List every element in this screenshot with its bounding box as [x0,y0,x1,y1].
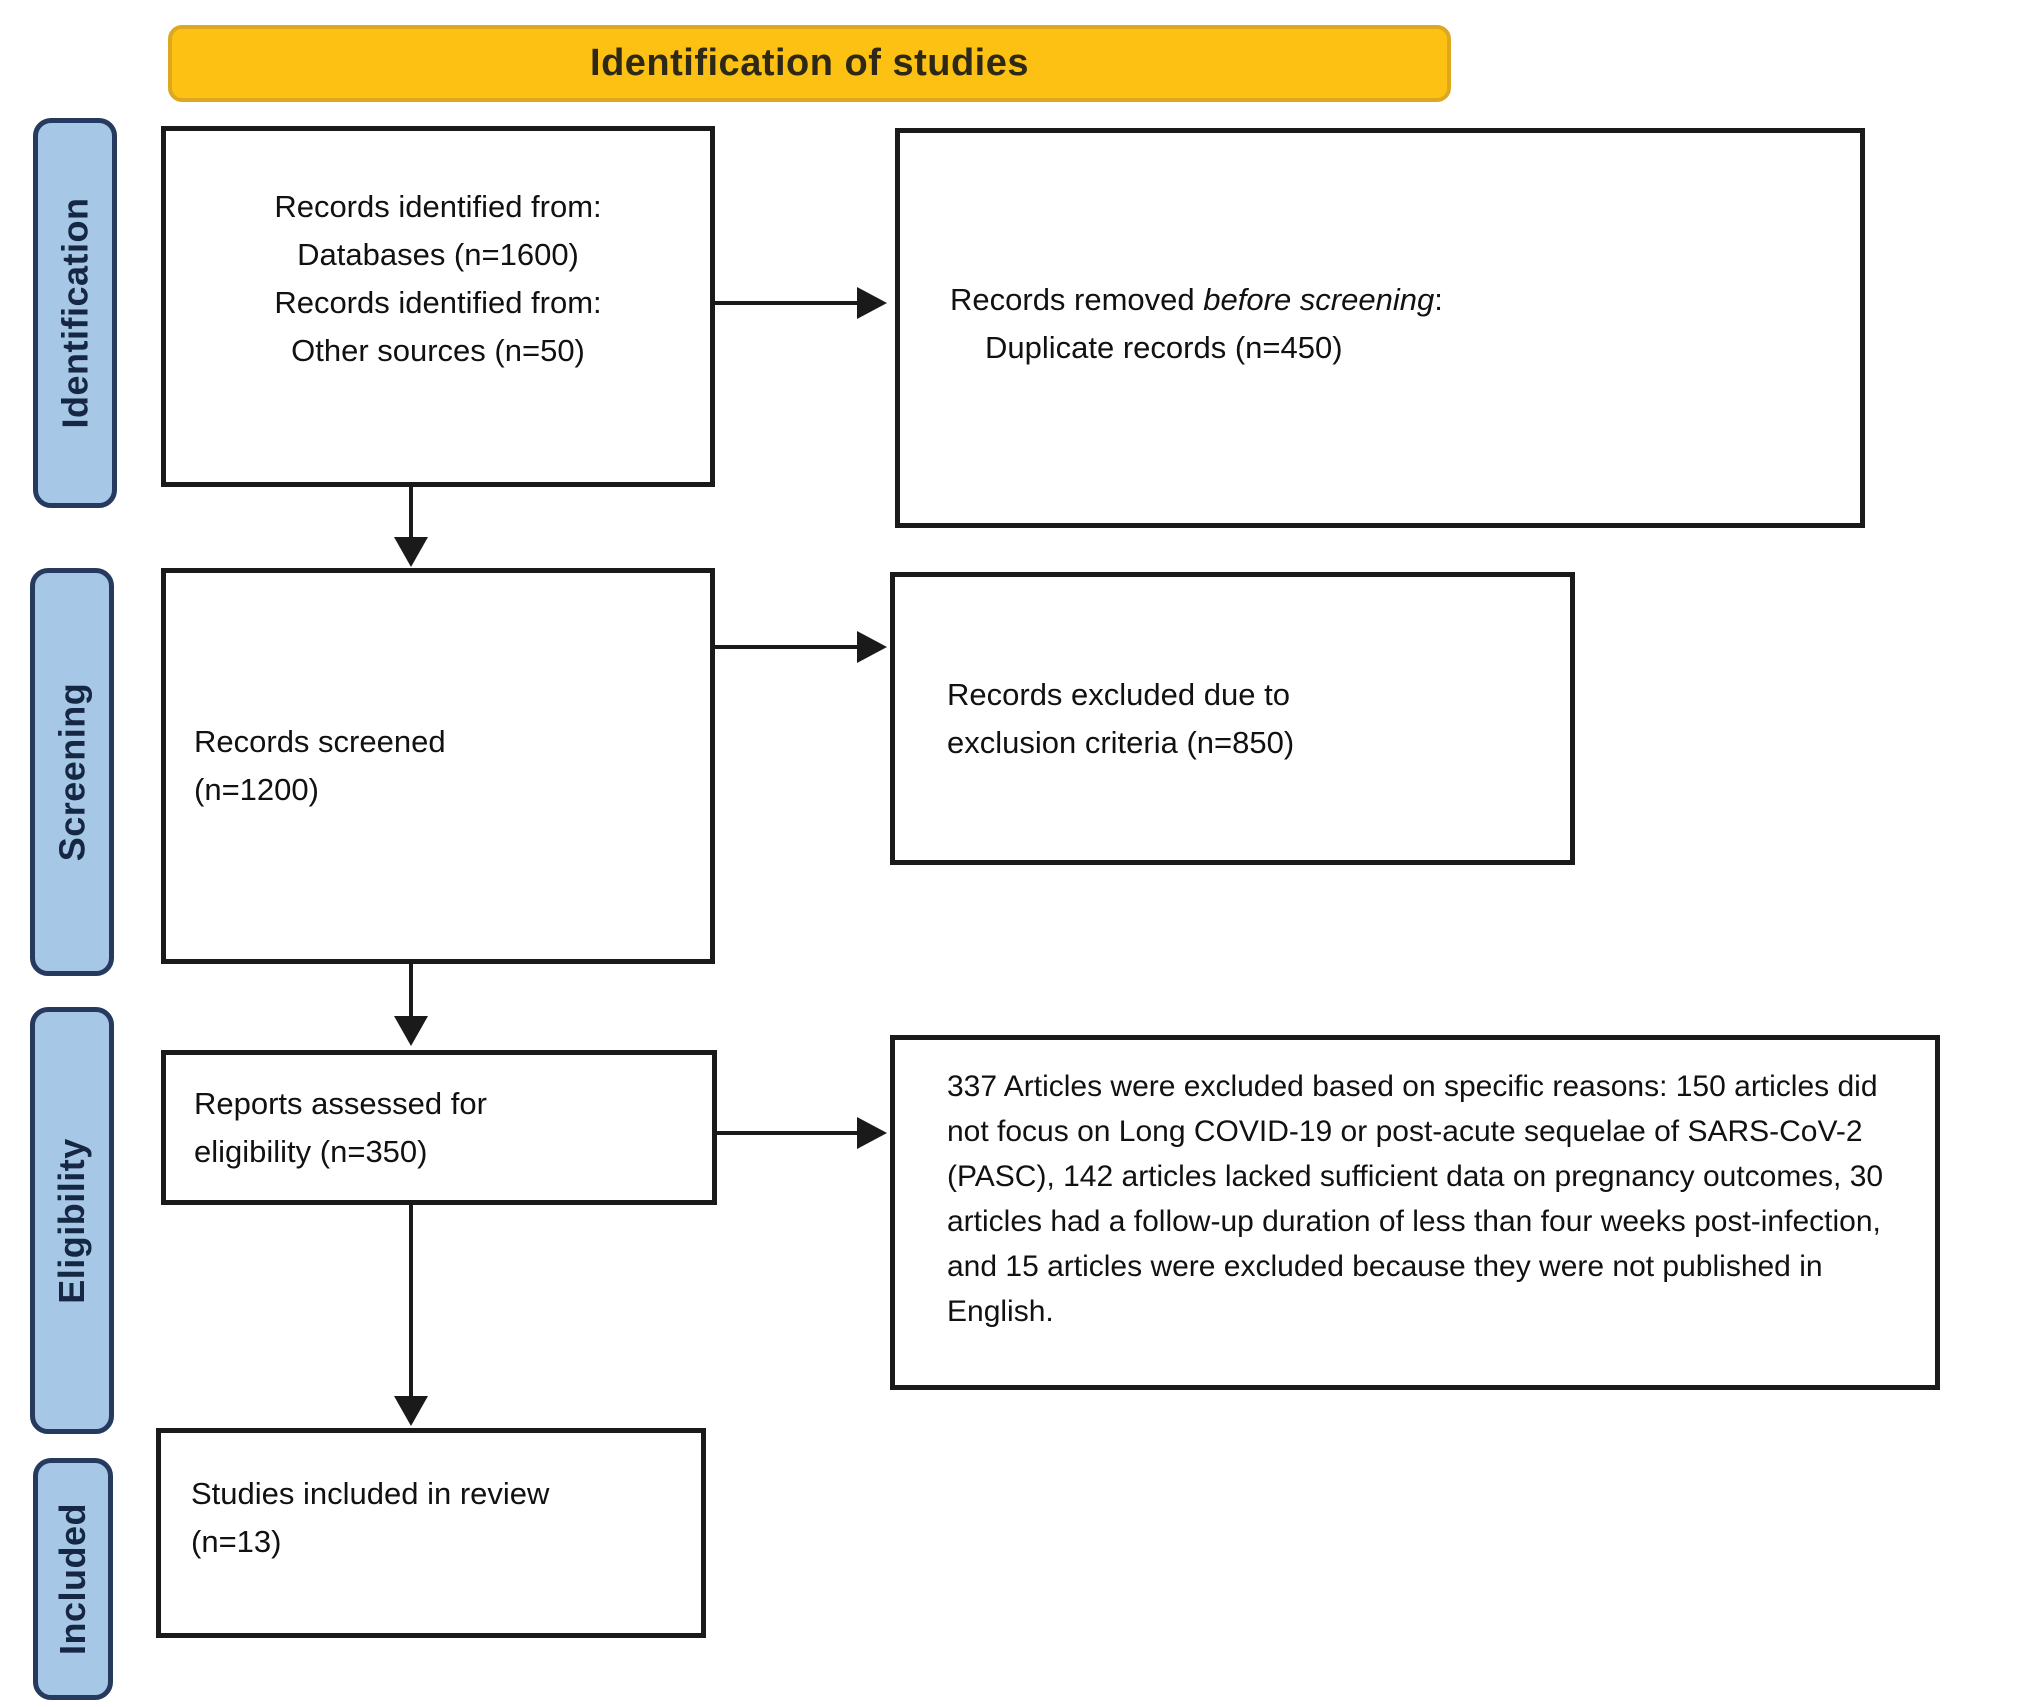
stage-tab-included: Included [33,1458,113,1700]
stage-tab-eligibility-label: Eligibility [51,1137,93,1304]
stage-tab-screening: Screening [30,568,114,976]
arrow-assessed-to-included-head [394,1396,428,1426]
arrow-assessed-to-reasons-line [717,1131,860,1135]
stage-tab-identification-label: Identification [54,197,95,429]
stage-tab-screening-label: Screening [51,682,92,862]
arrow-identified-to-screened-line [409,487,413,539]
box-records-removed: Records removed before screening: Duplic… [895,128,1865,528]
arrow-assessed-to-reasons-head [857,1117,887,1149]
duplicate-records-line: Duplicate records (n=450) [985,330,1343,365]
banner-identification-of-studies: Identification of studies [168,25,1451,102]
arrow-screened-to-assessed-head [394,1016,428,1046]
box-exclusion-reasons: 337 Articles were excluded based on spec… [890,1035,1940,1390]
arrow-identified-to-screened-head [394,537,428,567]
records-excluded-line: exclusion criteria (n=850) [947,724,1295,760]
arrow-screened-to-excluded-line [715,645,860,649]
reports-assessed-line: Reports assessed for [194,1085,487,1121]
records-removed-prefix: Records removed [950,282,1204,317]
box-records-identified: Records identified from: Databases (n=16… [161,126,715,487]
arrow-screened-to-excluded-head [857,631,887,663]
arrow-screened-to-assessed-line [409,964,413,1018]
arrow-identified-to-removed-head [857,287,887,319]
box-reports-assessed: Reports assessed for eligibility (n=350) [161,1050,717,1205]
reports-assessed-line: eligibility (n=350) [194,1133,428,1169]
stage-tab-included-label: Included [52,1502,94,1656]
records-screened-line: Records screened [194,724,446,759]
studies-included-line: (n=13) [191,1524,282,1559]
records-identified-line: Databases (n=1600) [297,237,579,272]
studies-included-line: Studies included in review [191,1476,550,1511]
stage-tab-eligibility: Eligibility [30,1007,114,1434]
records-excluded-line: Records excluded due to [947,676,1290,712]
banner-title: Identification of studies [590,42,1029,84]
records-screened-line: (n=1200) [194,772,319,807]
records-identified-line: Other sources (n=50) [291,333,585,368]
records-identified-line: Records identified from: [274,189,602,224]
arrow-identified-to-removed-line [715,301,860,305]
exclusion-reasons-text: 337 Articles were excluded based on spec… [947,1070,1884,1328]
box-records-screened: Records screened (n=1200) [161,568,715,964]
records-identified-line: Records identified from: [274,285,602,320]
arrow-assessed-to-included-line [409,1205,413,1398]
records-removed-emphasis: before screening [1203,282,1435,317]
stage-tab-identification: Identification [33,118,117,508]
records-removed-suffix: : [1434,282,1443,317]
box-studies-included: Studies included in review (n=13) [156,1428,706,1638]
box-records-excluded: Records excluded due to exclusion criter… [890,572,1575,865]
records-removed-line: Records removed before screening: [950,276,1860,324]
